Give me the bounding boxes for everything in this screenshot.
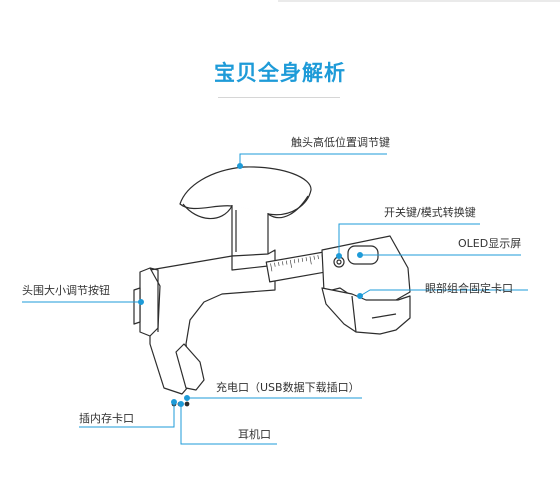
label-oled-screen: OLED显示屏: [458, 237, 522, 250]
scale-tick: [313, 255, 315, 260]
label-charging-port: 充电口（USB数据下载插口）: [216, 381, 360, 394]
eye-clip-shape: [321, 287, 411, 335]
scale-tick: [293, 259, 296, 264]
scale-tick: [278, 261, 280, 267]
stem: [231, 205, 269, 257]
scale-tick: [305, 257, 307, 262]
scale-tick: [274, 262, 276, 267]
leader-height-button: [239, 153, 387, 166]
scale-tick: [289, 259, 292, 268]
scale-tick: [317, 255, 319, 260]
top-divider: [278, 0, 560, 2]
label-eye-clip: 眼部组合固定卡口: [425, 282, 513, 295]
subtitle-underline: [218, 97, 340, 98]
lower-clip: [175, 343, 205, 391]
scale-tick: [309, 256, 312, 265]
height-adjust-dome: [179, 166, 312, 216]
label-head-size-knob: 头围大小调节按钮: [22, 284, 110, 297]
leader-memory-card: [79, 402, 175, 428]
page-title: 宝贝全身解析: [214, 61, 346, 85]
leader-power-mode: [338, 223, 480, 256]
leader-eye-clip: [359, 289, 528, 297]
scale-tick: [270, 263, 273, 272]
leader-earphone: [180, 404, 277, 445]
main-arm: [149, 249, 276, 395]
label-power-mode-button: 开关键/模式转换键: [384, 206, 476, 219]
scale-tick: [297, 258, 300, 263]
label-memory-card-slot: 插内存卡口: [79, 412, 134, 425]
scale-tick: [286, 260, 288, 265]
scale-tick: [301, 257, 304, 262]
scale-bar: [265, 250, 332, 283]
label-height-button: 触头高低位置调节键: [291, 136, 390, 149]
scale-tick: [282, 261, 284, 266]
label-earphone-jack: 耳机口: [238, 428, 271, 441]
